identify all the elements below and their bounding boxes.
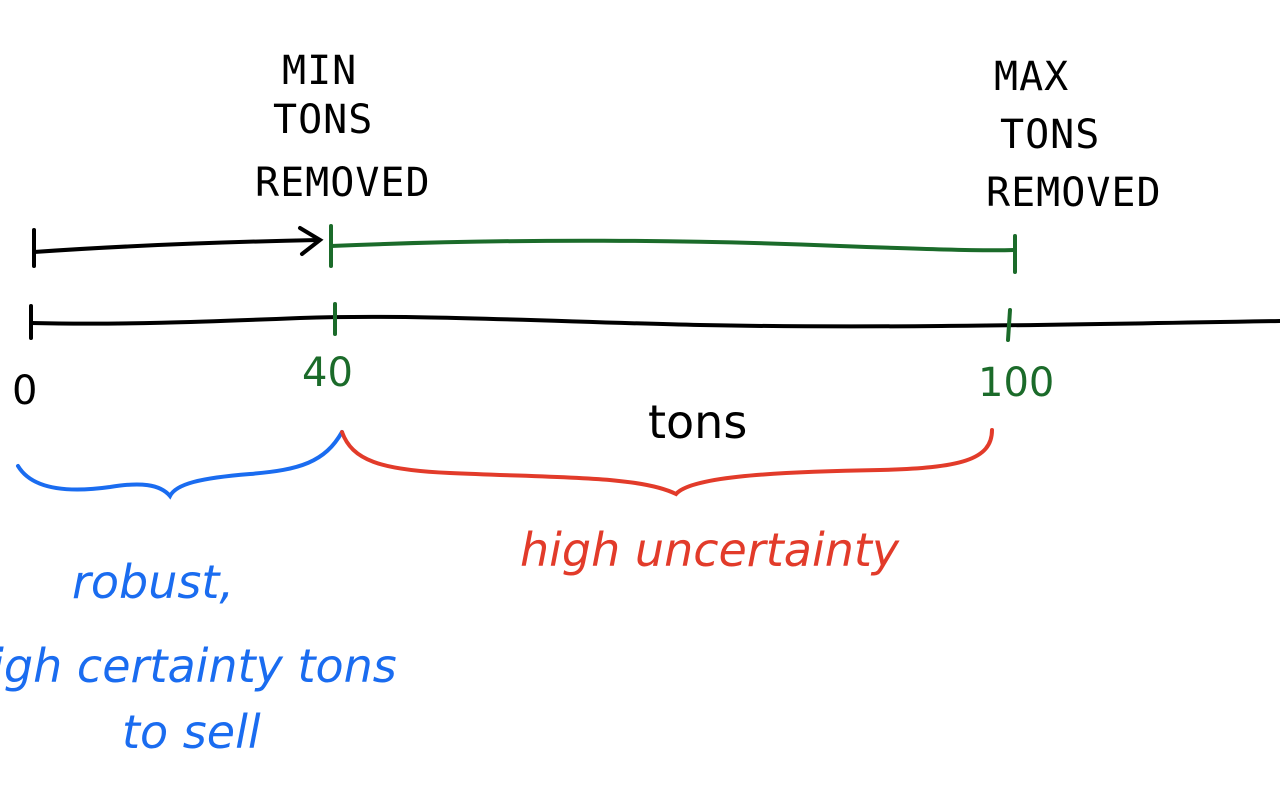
min-label: MIN TONS REMOVED bbox=[255, 48, 431, 206]
robust-note: robust, high certainty tons to sell bbox=[0, 555, 397, 759]
max-label-line2: TONS bbox=[1000, 112, 1100, 158]
tick-label-40: 40 bbox=[302, 350, 353, 396]
robust-note-line1: robust, bbox=[72, 555, 234, 609]
uncertainty-note: high uncertainty bbox=[520, 523, 900, 577]
min-arrow bbox=[32, 226, 324, 268]
uncertainty-brace bbox=[340, 428, 994, 497]
min-max-range bbox=[329, 224, 1017, 274]
robust-brace bbox=[16, 430, 344, 500]
axis-line bbox=[29, 314, 1280, 329]
min-label-line3: REMOVED bbox=[255, 160, 431, 206]
axis-tick-100 bbox=[1006, 308, 1012, 342]
min-arrow-shaft bbox=[32, 238, 320, 254]
tick-label-100: 100 bbox=[978, 360, 1054, 406]
min-label-line1: MIN bbox=[282, 48, 357, 94]
min-label-line2: TONS bbox=[273, 97, 373, 143]
max-label-line3: REMOVED bbox=[986, 170, 1162, 216]
tons-axis bbox=[29, 302, 1280, 342]
max-label: MAX TONS REMOVED bbox=[986, 54, 1162, 216]
min-arrow-head bbox=[298, 226, 324, 256]
tick-label-0: 0 bbox=[12, 368, 37, 414]
max-label-line1: MAX bbox=[994, 54, 1069, 100]
robust-note-line2: high certainty tons bbox=[0, 639, 397, 693]
robust-note-line3: to sell bbox=[122, 705, 261, 759]
axis-unit-label: tons bbox=[648, 395, 747, 449]
range-line bbox=[329, 238, 1016, 253]
